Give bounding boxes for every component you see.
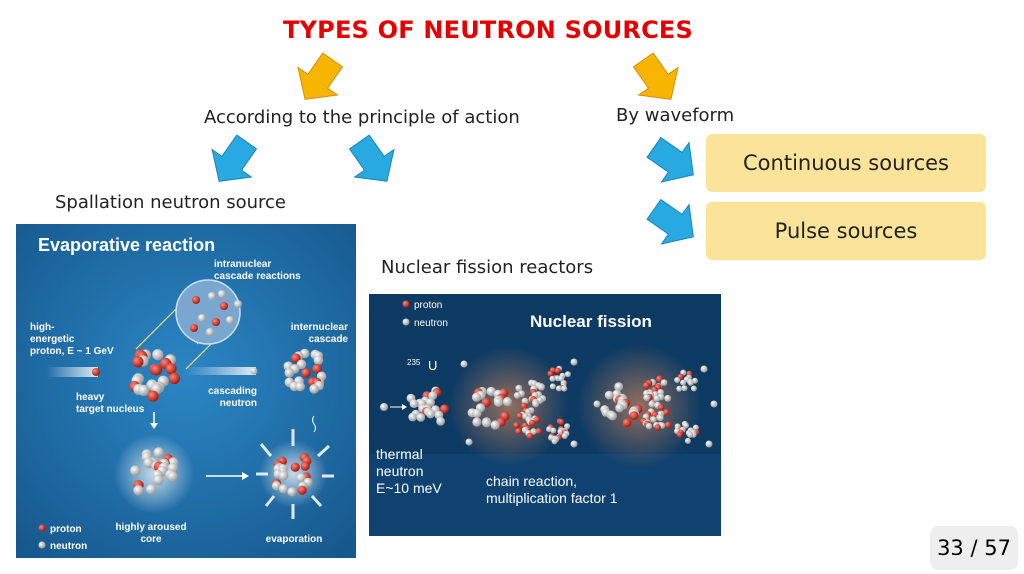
fission-diagram: Nuclear fission proton neutron 235 U the…: [369, 294, 721, 536]
slide-title: TYPES OF NEUTRON SOURCES: [283, 16, 693, 44]
evaporation-rays: [256, 429, 334, 519]
aroused-core-label-line2: core: [140, 534, 162, 545]
pulse-sources-box: Pulse sources: [706, 202, 986, 260]
aroused-core-nucleus: [130, 447, 179, 496]
thermal-neutron-label-line1: thermal: [376, 446, 423, 462]
legend-proton-label: proton: [50, 524, 82, 535]
heavy-target-label-line2: target nucleus: [76, 404, 145, 415]
spallation-label: Spallation neutron source: [55, 192, 286, 213]
by-waveform-label: By waveform: [616, 105, 735, 126]
arrow-blue-fission-icon: [339, 127, 408, 196]
internuclear-cascade-nucleus: [283, 348, 327, 394]
evaporation-label: evaporation: [266, 534, 323, 545]
fission-legend-neutron-dot-icon: [402, 318, 410, 326]
incoming-thermal-neutron: [380, 403, 388, 411]
fission-legend-neutron-label: neutron: [414, 318, 448, 329]
second-gen-fragment-upper: [643, 375, 672, 409]
evaporative-reaction-panel: Evaporative reaction: [16, 224, 356, 558]
nuclear-fission-panel: Nuclear fission proton neutron 235 U the…: [369, 294, 721, 536]
fission-legend-proton-dot-icon: [402, 300, 410, 308]
high-energetic-label-line3: proton, E ~ 1 GeV: [30, 346, 114, 357]
fissioning-nucleus: [467, 386, 512, 430]
arrow-blue-pulse-icon: [639, 189, 708, 258]
fragment-nucleus-small: [547, 365, 571, 392]
heavy-target-label-line1: heavy: [76, 392, 105, 403]
evaporative-heading: Evaporative reaction: [38, 235, 215, 255]
arrow-orange-right-icon: [623, 45, 692, 114]
arrow-orange-left-icon: [284, 45, 353, 114]
high-energetic-label-line2: energetic: [30, 334, 75, 345]
fission-heading: Nuclear fission: [530, 312, 652, 331]
principle-of-action-label: According to the principle of action: [204, 107, 520, 128]
legend-proton-dot-icon: [38, 524, 46, 532]
thermal-neutron-label-line3: E~10 meV: [376, 480, 442, 496]
fragment-nucleus-upper: [513, 379, 547, 410]
second-gen-fragment-lower: [640, 404, 672, 431]
intranuclear-label-line2: cascade reactions: [214, 271, 301, 282]
internuclear-label-line2: cascade: [309, 334, 349, 345]
legend-neutron-dot-icon: [38, 541, 46, 549]
fission-legend-proton-label: proton: [414, 300, 442, 311]
uranium-nucleus: [406, 386, 449, 426]
chain-reaction-label-line1: chain reaction,: [486, 473, 577, 489]
isotope-mass-number: 235: [407, 358, 421, 367]
third-gen-fragment-2: [674, 420, 700, 444]
aroused-core-label-line1: highly aroused: [115, 522, 186, 533]
isotope-symbol: U: [428, 358, 437, 373]
cascading-neutron-beam: [186, 367, 256, 375]
evaporative-diagram: Evaporative reaction: [16, 224, 356, 558]
thermal-neutron-label-line2: neutron: [376, 463, 423, 479]
cascading-neutron-label-line1: cascading: [208, 386, 257, 397]
incoming-proton-beam: [46, 367, 98, 377]
chain-reaction-label-line2: multiplication factor 1: [486, 490, 618, 506]
arrow-blue-spallation-icon: [198, 127, 267, 196]
intranuclear-label-line1: intranuclear: [214, 259, 271, 270]
fragment-nucleus-small-2: [546, 418, 571, 445]
legend-neutron-label: neutron: [50, 541, 87, 552]
cascading-neutron-label-line2: neutron: [220, 398, 257, 409]
evaporation-nucleus: [271, 452, 313, 497]
arrow-blue-continuous-icon: [639, 127, 708, 196]
high-energetic-label-line1: high-: [30, 322, 54, 333]
continuous-sources-box: Continuous sources: [706, 134, 986, 192]
fission-reactors-label: Nuclear fission reactors: [381, 257, 594, 278]
target-nucleus: [129, 349, 180, 402]
page-number: 33 / 57: [930, 526, 1018, 570]
fragment-nucleus-lower: [513, 407, 542, 440]
third-gen-fragment: [674, 369, 698, 392]
internuclear-label-line1: internuclear: [291, 322, 348, 333]
second-gen-nucleus: [600, 382, 643, 428]
